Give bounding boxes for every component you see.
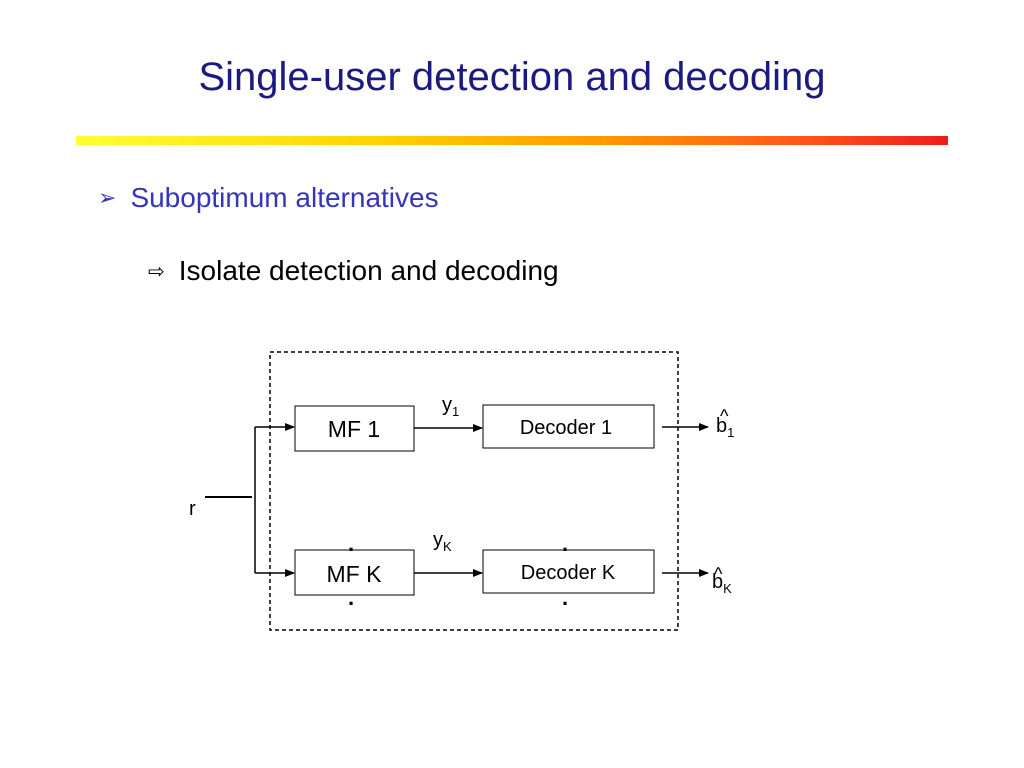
arrowhead-bullet-icon: ➢ [98,185,117,210]
ellipsis-dot-mf-upper: . [348,531,354,556]
output-hat-bottom: ^ [714,564,723,584]
bullet-level2-text: Isolate detection and decoding [178,255,559,286]
bullet-level1: ➢ Suboptimum alternatives [98,182,439,214]
bullet-level2: ⇨ Isolate detection and decoding [148,255,559,287]
bullet-level1-text: Suboptimum alternatives [130,182,439,213]
decoder-block-bottom-label: Decoder K [521,562,616,584]
signal-label-top: y1 [442,394,459,419]
output-label-top: b1 [716,415,734,440]
ellipsis-dot-dec-upper: . [562,531,568,556]
title-divider [76,136,948,145]
input-label: r [189,498,196,520]
decoder-block-top [482,404,655,449]
outline-arrow-bullet-icon: ⇨ [148,260,165,283]
decoder-block-bottom [482,549,655,594]
output-label-bottom: bK [712,571,732,596]
mf-block-top-label: MF 1 [328,416,380,442]
ellipsis-dot-mf-lower: . [348,585,354,610]
mf-block-top [294,405,415,452]
mf-block-bottom-label: MF K [327,561,383,587]
signal-label-bottom: yK [433,529,452,554]
output-hat-top: ^ [720,406,729,426]
page-title: Single-user detection and decoding [198,55,826,99]
decoder-block-top-label: Decoder 1 [520,417,612,439]
ellipsis-dot-dec-lower: . [562,585,568,610]
mf-block-bottom [294,549,415,596]
receiver-dashed-boundary [269,351,679,631]
